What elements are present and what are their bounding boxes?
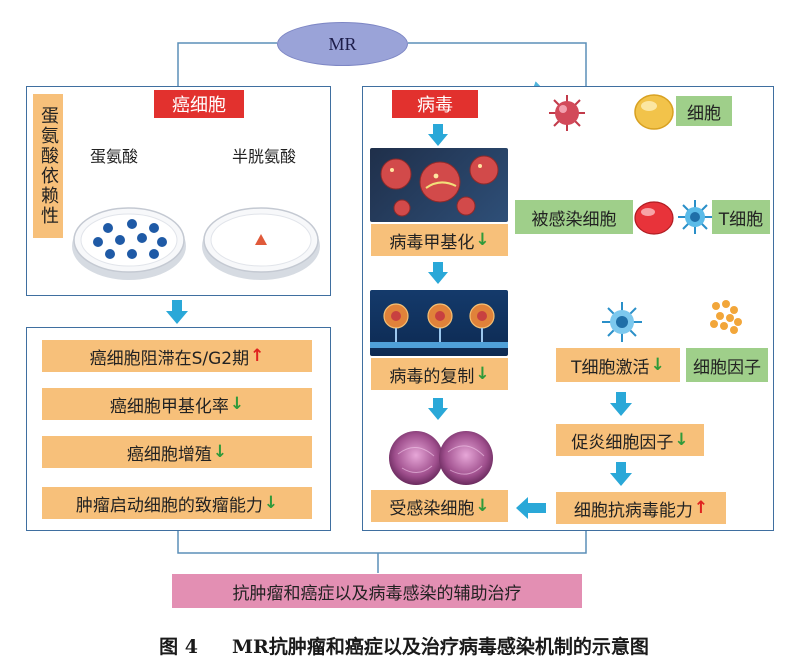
activated-t-cell-icon bbox=[602, 302, 642, 342]
infected-cells-box: 受感染细胞↓ bbox=[371, 490, 508, 522]
down-arrow-icon: ↓ bbox=[674, 430, 689, 450]
effect-row: 癌细胞阻滞在S/G2期↑ bbox=[42, 340, 312, 372]
cell-label: 细胞 bbox=[676, 96, 732, 126]
virus-methylation-box: 病毒甲基化↓ bbox=[371, 224, 508, 256]
antiviral-ability-text: 细胞抗病毒能力 bbox=[573, 500, 693, 521]
left-to-therapy-line bbox=[177, 531, 587, 554]
down-arrow-icon bbox=[428, 124, 448, 146]
up-arrow-icon: ↑ bbox=[693, 498, 709, 518]
infected-cells-image bbox=[389, 431, 493, 485]
down-arrow-left bbox=[166, 300, 188, 324]
up-arrow-icon: ↑ bbox=[250, 346, 265, 366]
down-arrow-icon: ↓ bbox=[475, 364, 490, 384]
proinflammatory-cytokine-box: 促炎细胞因子↓ bbox=[556, 424, 704, 456]
virus-replication-text: 病毒的复制 bbox=[389, 366, 475, 387]
figure-caption: 图 4 MR抗肿瘤和癌症以及治疗病毒感染机制的示意图 bbox=[84, 632, 724, 659]
effect-row: 癌细胞增殖↓ bbox=[42, 436, 312, 468]
effect-row: 肿瘤启动细胞的致瘤能力↓ bbox=[42, 487, 312, 519]
down-arrow-icon: ↓ bbox=[212, 442, 228, 462]
mr-node: MR bbox=[277, 22, 408, 66]
down-arrow-icon: ↓ bbox=[229, 394, 245, 414]
infected-cells-text: 受感染细胞 bbox=[389, 498, 475, 519]
cytokine-icon bbox=[710, 300, 742, 334]
methionine-dependency-label: 蛋氨酸依赖性 bbox=[33, 94, 63, 238]
down-arrow-icon: ↓ bbox=[475, 230, 490, 250]
t-cell-label: T细胞 bbox=[712, 200, 770, 234]
virus-replication-box: 病毒的复制↓ bbox=[371, 358, 508, 390]
cancer-cell-label: 癌细胞 bbox=[154, 90, 244, 118]
petri-dish-methionine bbox=[72, 207, 186, 280]
virus-icon bbox=[549, 95, 585, 131]
t-cell-activation-box: T细胞激活↓ bbox=[556, 348, 680, 382]
left-arrow-icon bbox=[516, 497, 546, 519]
proinflammatory-cytokine-text: 促炎细胞因子 bbox=[571, 432, 674, 453]
down-arrow-icon bbox=[610, 392, 632, 416]
down-arrow-icon: ↓ bbox=[263, 493, 279, 513]
t-cell-icon bbox=[678, 200, 712, 234]
effect-row: 癌细胞甲基化率↓ bbox=[42, 388, 312, 420]
cytokine-label: 细胞因子 bbox=[686, 348, 768, 382]
infected-cell-label: 被感染细胞 bbox=[515, 200, 633, 234]
virus-methylation-text: 病毒甲基化 bbox=[389, 232, 475, 253]
petri-dish-cysteine bbox=[202, 207, 320, 280]
t-cell-activation-text: T细胞激活 bbox=[571, 357, 650, 378]
methionine-label: 蛋氨酸 bbox=[90, 147, 139, 166]
effect-text: 癌细胞增殖 bbox=[126, 444, 212, 465]
effect-text: 肿瘤启动细胞的致瘤能力 bbox=[75, 495, 263, 516]
therapy-box: 抗肿瘤和癌症以及病毒感染的辅助治疗 bbox=[172, 574, 582, 608]
figure-title: MR抗肿瘤和癌症以及治疗病毒感染机制的示意图 bbox=[232, 636, 649, 658]
antiviral-ability-box: 细胞抗病毒能力↑ bbox=[556, 492, 726, 524]
down-arrow-icon: ↓ bbox=[475, 496, 490, 516]
virus-label: 病毒 bbox=[392, 90, 478, 118]
triangle-marker bbox=[255, 234, 267, 245]
mr-to-left-line bbox=[177, 42, 277, 86]
down-arrow-icon: ↓ bbox=[650, 355, 665, 375]
effect-text: 癌细胞甲基化率 bbox=[109, 396, 229, 417]
down-arrow-icon bbox=[610, 462, 632, 486]
cell-icon bbox=[634, 94, 674, 130]
effect-text: 癌细胞阻滞在S/G2期 bbox=[89, 348, 250, 369]
cysteine-label: 半胱氨酸 bbox=[232, 147, 297, 166]
figure-number: 图 4 bbox=[159, 636, 198, 658]
virus-replication-image bbox=[370, 290, 508, 356]
virus-particles-image bbox=[370, 148, 508, 222]
infected-cell-icon bbox=[634, 201, 674, 235]
down-arrow-icon bbox=[428, 398, 448, 420]
down-arrow-icon bbox=[428, 262, 448, 284]
mr-to-right-line bbox=[408, 42, 587, 86]
mr-label: MR bbox=[328, 33, 357, 54]
